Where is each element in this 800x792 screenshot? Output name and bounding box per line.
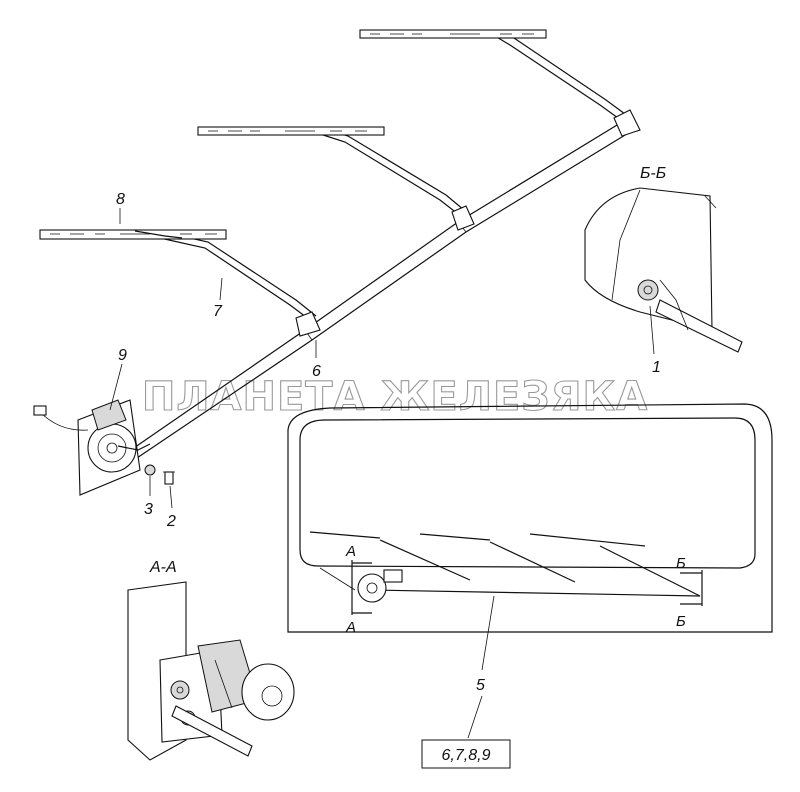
wiper-arm-left (159, 231, 321, 337)
cut-a-bottom: А (345, 619, 356, 636)
wiper-motor-bracket (33, 399, 151, 496)
callout-5: 5 (476, 677, 485, 694)
wiper-arm-middle (319, 127, 475, 231)
callout-2: 2 (166, 513, 176, 530)
installed-wipers (309, 531, 701, 603)
section-bb-title: Б-Б (640, 165, 666, 182)
callout-9: 9 (118, 347, 127, 364)
cut-a-top: А (345, 543, 356, 560)
watermark: ПЛАНЕТА ЖЕЛЕЗЯКА (142, 374, 648, 420)
callout-3: 3 (144, 501, 153, 518)
callout-8: 8 (116, 191, 125, 208)
cut-markers (351, 560, 703, 615)
kit-label: 6,7,8,9 (442, 747, 491, 764)
cut-b-top: Б (676, 555, 686, 572)
windshield-frame (287, 403, 773, 633)
callout-7: 7 (213, 303, 223, 320)
wiper-blade-middle (197, 126, 385, 136)
callout-1: 1 (652, 359, 661, 376)
section-aa-detail (127, 581, 295, 761)
section-aa-title: А-А (149, 559, 177, 576)
washer-and-bolt (144, 464, 175, 485)
callout-6: 6 (312, 363, 321, 380)
wiper-blade-left (39, 229, 227, 240)
wiper-blade-right (359, 29, 547, 39)
section-bb-detail (584, 187, 743, 353)
kit-box (421, 739, 511, 769)
wiper-arm-right (494, 29, 641, 137)
cut-b-bottom: Б (676, 613, 686, 630)
